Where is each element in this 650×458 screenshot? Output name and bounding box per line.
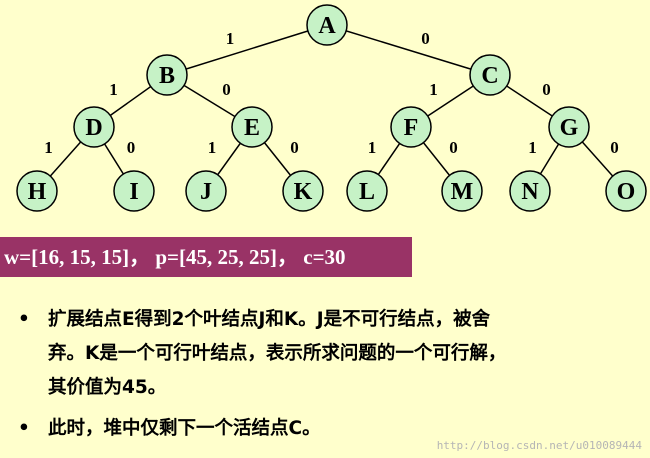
text-line: 此时，堆中仅剩下一个活结点C。 <box>48 418 321 439</box>
node-circle <box>441 170 483 212</box>
node-label: J <box>200 179 212 205</box>
edge-label: 0 <box>542 80 551 99</box>
node-circle <box>390 106 432 148</box>
tree-node-d: D <box>73 106 115 148</box>
tree-node-c: C <box>469 54 511 96</box>
node-label: D <box>85 115 102 141</box>
parameters-banner: w=[16, 15, 15]， p=[45, 25, 25]， c=30 <box>0 237 412 277</box>
watermark: http://blog.csdn.net/u010089444 <box>436 439 642 452</box>
edge-label: 0 <box>449 138 458 157</box>
node-circle <box>605 170 647 212</box>
node-circle <box>185 170 227 212</box>
node-circle <box>231 106 273 148</box>
tree-node-a: A <box>306 4 348 46</box>
tree-node-g: G <box>548 106 590 148</box>
node-label: E <box>244 115 260 141</box>
node-label: O <box>617 179 636 205</box>
list-item: • 扩展结点E得到2个叶结点J和K。J是不可行结点，被舍 弃。K是一个可行叶结点… <box>18 303 648 405</box>
tree-node-k: K <box>282 170 324 212</box>
edge-a-c <box>326 24 491 76</box>
node-label: B <box>159 63 175 89</box>
node-label: F <box>404 115 419 141</box>
edge-label: 1 <box>109 80 118 99</box>
edge-label: 0 <box>290 138 299 157</box>
text-line: 扩展结点E得到2个叶结点J和K。J是不可行结点，被舍 <box>48 309 491 330</box>
node-circle <box>146 54 188 96</box>
list-item: • 此时，堆中仅剩下一个活结点C。 <box>18 412 648 446</box>
node-label: A <box>318 13 336 39</box>
tree-node-e: E <box>231 106 273 148</box>
text-line: 弃。K是一个可行叶结点，表示所求问题的一个可行解， <box>48 343 507 364</box>
node-circle <box>282 170 324 212</box>
node-label: H <box>28 179 47 205</box>
tree-node-m: M <box>441 170 483 212</box>
node-circle <box>346 170 388 212</box>
edge-label: 1 <box>208 138 217 157</box>
node-label: L <box>359 179 375 205</box>
tree-node-f: F <box>390 106 432 148</box>
node-circle <box>73 106 115 148</box>
node-label: M <box>451 179 474 205</box>
tree-node-b: B <box>146 54 188 96</box>
edge-label: 0 <box>421 29 430 48</box>
edge-a-b <box>166 24 328 76</box>
edge-label: 1 <box>44 138 53 157</box>
node-circle <box>16 170 58 212</box>
edge-label: 1 <box>528 138 537 157</box>
edge-label: 0 <box>222 80 231 99</box>
node-circle <box>306 4 348 46</box>
tree-node-j: J <box>185 170 227 212</box>
node-circle <box>548 106 590 148</box>
node-label: C <box>481 63 498 89</box>
edge-label: 1 <box>368 138 377 157</box>
edge-label: 1 <box>429 80 438 99</box>
node-label: N <box>521 179 539 205</box>
tree-node-i: I <box>113 170 155 212</box>
tree-node-h: H <box>16 170 58 212</box>
edge-label: 0 <box>127 138 136 157</box>
node-label: K <box>294 179 313 205</box>
bullet-icon: • <box>18 309 30 330</box>
node-circle <box>469 54 511 96</box>
tree-diagram: 1 0 1 0 1 0 1 0 1 0 1 0 1 0 A B C D E F G H I J K L M N O <box>16 4 647 212</box>
tree-node-n: N <box>509 170 551 212</box>
explanation-list: • 扩展结点E得到2个叶结点J和K。J是不可行结点，被舍 弃。K是一个可行叶结点… <box>18 303 648 446</box>
tree-node-l: L <box>346 170 388 212</box>
node-label: G <box>560 115 579 141</box>
node-circle <box>113 170 155 212</box>
edge-label: 0 <box>610 138 619 157</box>
node-label: I <box>129 179 138 205</box>
text-line: 其价值为45。 <box>48 377 167 398</box>
edge-label: 1 <box>226 29 235 48</box>
node-circle <box>509 170 551 212</box>
tree-node-o: O <box>605 170 647 212</box>
bullet-icon: • <box>18 418 30 439</box>
